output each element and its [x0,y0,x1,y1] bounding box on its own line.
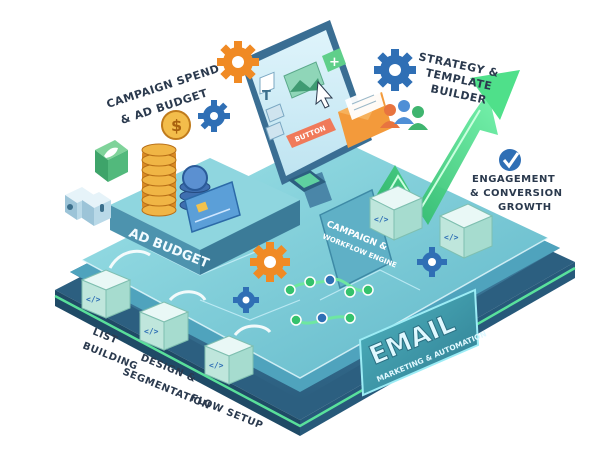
code-icon: </> [374,215,389,224]
workflow-node [304,276,316,288]
list-building-cube: </> [80,269,132,319]
microphone-icon [82,192,111,226]
workflow-node [284,284,296,296]
gear-icon [374,49,416,91]
workflow-node [344,286,356,298]
text-tool-glyph: T [262,89,271,104]
gear-icon [217,41,259,83]
gear-icon [250,242,290,282]
workflow-node [316,312,328,324]
design-segmentation-cube: </> [138,301,190,351]
gear-icon [198,100,230,132]
people-icon [380,100,428,130]
workflow-node [344,312,356,324]
code-icon: </> [144,327,159,336]
code-icon: </> [444,233,459,242]
flow-setup-cube: </> [203,335,255,385]
gear-icon [417,247,447,277]
label-engagement: ENGAGEMENT & CONVERSION GROWTH [470,174,562,213]
code-icon: </> [86,295,101,304]
process-arrows [108,249,272,337]
code-cube-right-2: </> [438,203,494,259]
workflow-flow [284,274,374,326]
check-icon [499,149,521,171]
engagement-line1: ENGAGEMENT [472,174,555,185]
plus-glyph: + [329,55,340,70]
coin-dollar-glyph: $ [171,116,182,135]
engagement-line2: & CONVERSION [470,188,562,199]
code-icon: </> [209,361,224,370]
chip-icon [288,170,326,192]
template-builder-monitor: T + BUTTON [240,20,372,208]
envelope-icon [338,86,392,148]
workflow-node [324,274,336,286]
engagement-line3: GROWTH [498,202,552,213]
cursor-icon [315,80,334,109]
workflow-node [290,314,302,326]
leaf-icon [95,140,128,182]
workflow-node [362,284,374,296]
gear-icon [233,287,259,313]
code-cube-right-1: </> [368,185,424,241]
credit-card-icon [184,180,241,233]
